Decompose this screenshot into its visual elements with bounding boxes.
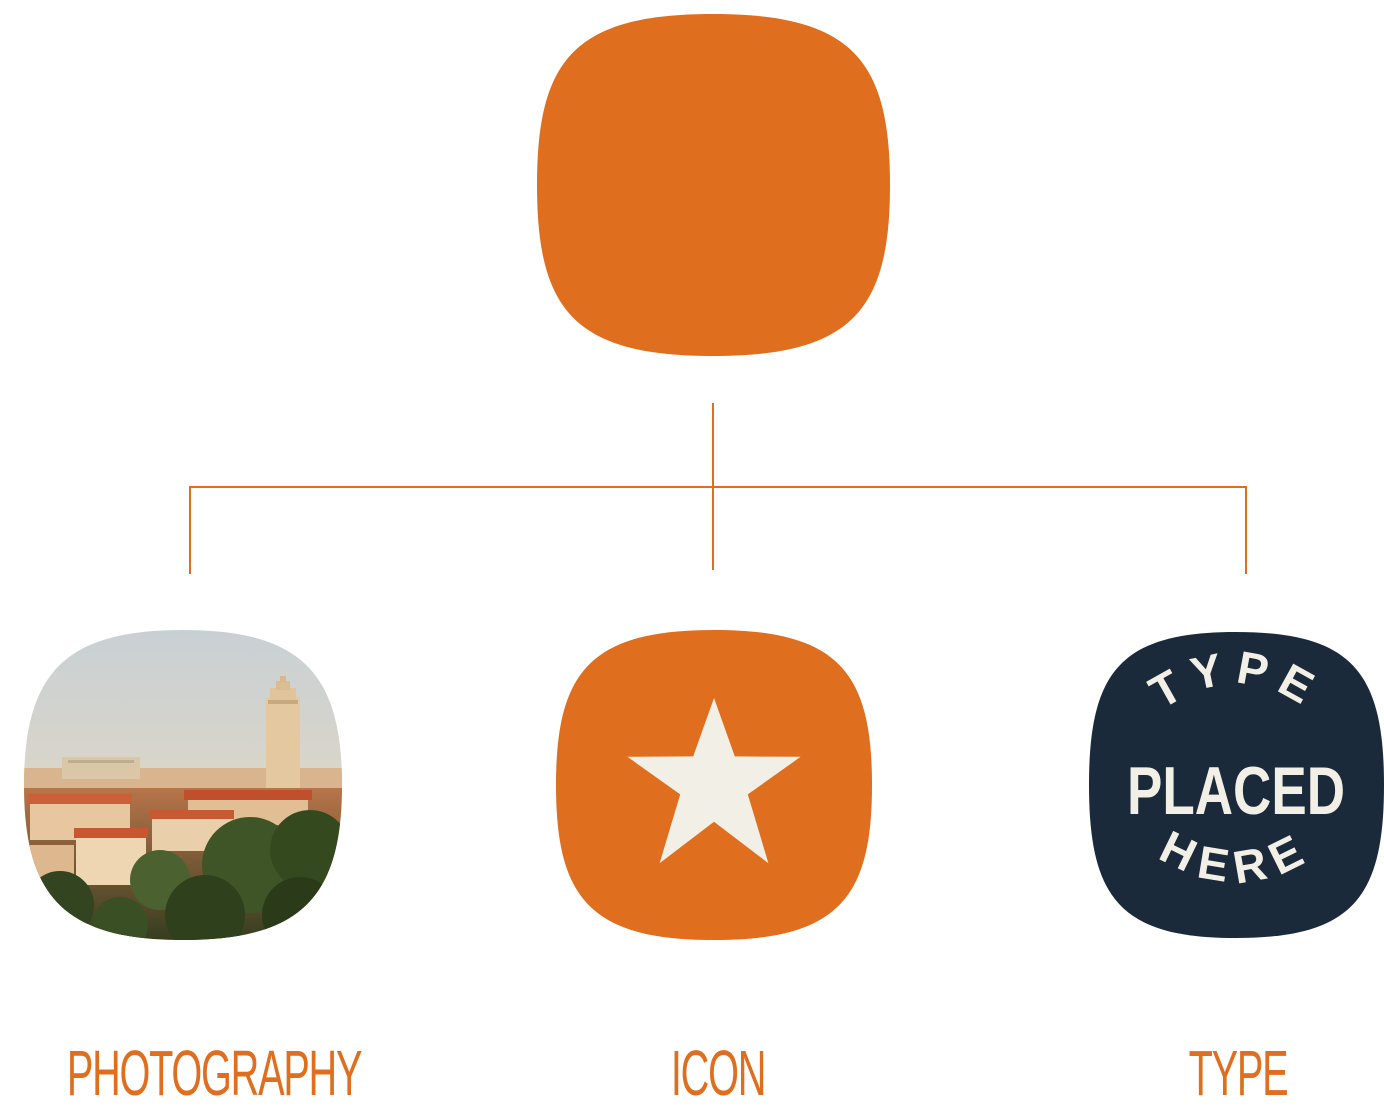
type-caption: TYPE — [1188, 1037, 1289, 1109]
icon-caption: ICON — [670, 1037, 766, 1109]
connector-lines — [189, 403, 1247, 574]
icon-node — [556, 630, 872, 940]
type-badge-line-middle: PLACED — [1127, 753, 1345, 829]
campus-photo — [24, 630, 342, 940]
photography-node — [24, 630, 342, 940]
star-icon — [627, 698, 801, 864]
type-node: TYPE PLACED HERE — [1089, 632, 1384, 938]
photography-caption: PHOTOGRAPHY — [66, 1037, 363, 1109]
type-badge-shape — [1089, 632, 1384, 938]
root-node-shape — [537, 14, 890, 356]
